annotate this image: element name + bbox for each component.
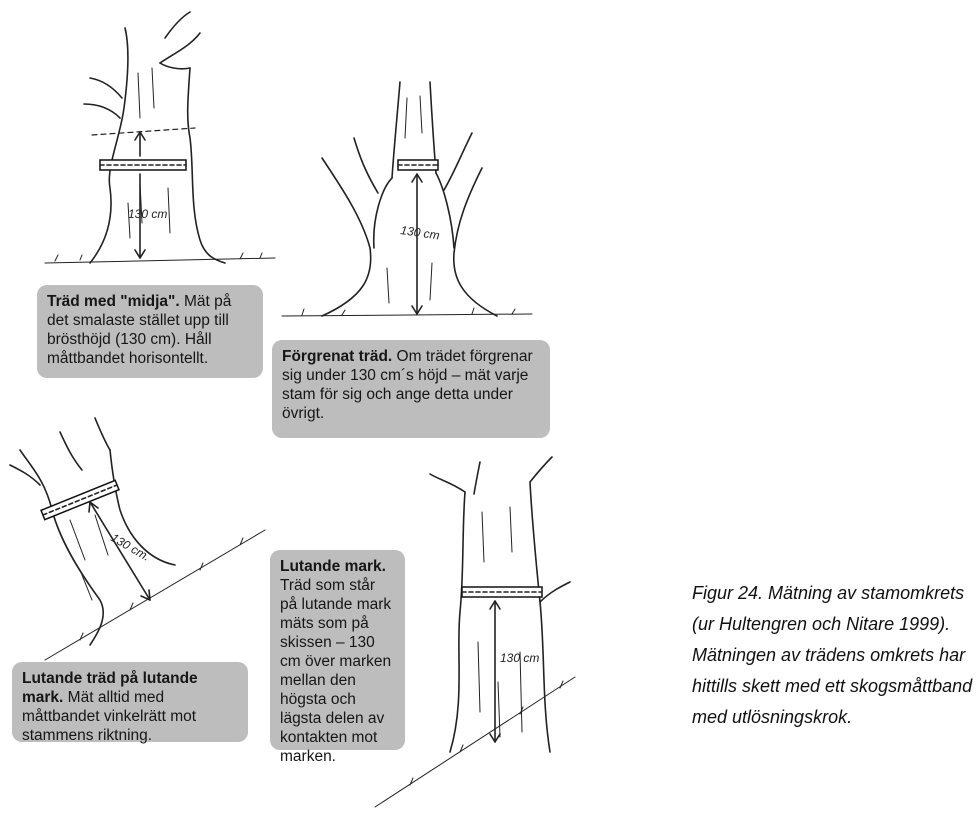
- slope-tree-measure-label: 130 cm: [500, 651, 539, 665]
- tree-waist-illustration: 130 cm: [40, 8, 290, 283]
- leaning-tree-note: Lutande träd på lutande mark. Mät alltid…: [12, 662, 248, 742]
- tree-waist-title: Träd med "midja".: [47, 293, 180, 310]
- leaning-tree-measure-label: 130 cm.: [109, 530, 153, 563]
- forked-tree-illustration: 130 cm: [282, 78, 532, 328]
- forked-tree-title: Förgrenat träd.: [282, 348, 392, 365]
- forked-tree-note: Förgrenat träd. Om trädet förgrenar sig …: [272, 340, 550, 438]
- sloping-ground-title: Lutande mark.: [280, 557, 395, 576]
- tree-waist-measure-label: 130 cm: [128, 207, 167, 221]
- forked-tree-measure-label: 130 cm: [400, 223, 441, 242]
- sloping-ground-note: Lutande mark. Träd som står på lutande m…: [270, 550, 405, 750]
- figure-caption: Figur 24. Mätning av stamomkrets (ur Hul…: [692, 578, 980, 733]
- sloping-ground-text: Träd som står på lutande mark mäts som p…: [280, 577, 391, 765]
- leaning-tree-illustration: 130 cm.: [0, 410, 270, 665]
- tree-waist-note: Träd med "midja". Mät på det smalaste st…: [37, 285, 263, 378]
